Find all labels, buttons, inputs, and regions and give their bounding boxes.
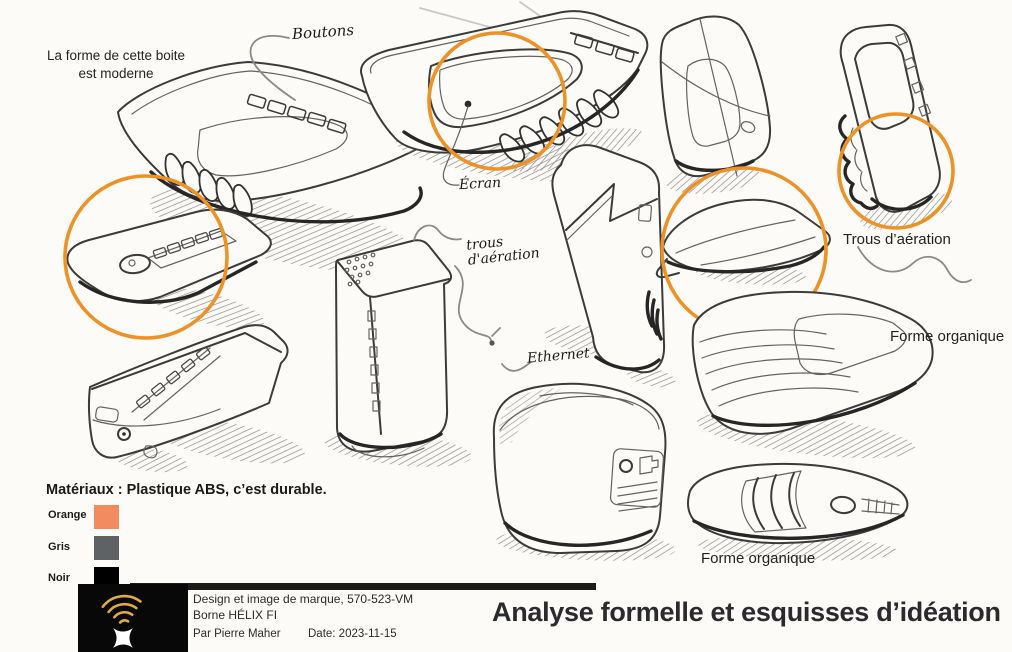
legend-swatch-orange <box>94 505 119 529</box>
sketch-tower-center <box>324 239 472 467</box>
sketch-organic-device-right <box>655 198 831 285</box>
highlight-circle-ecran <box>427 31 567 171</box>
sketch-tilted-tablet-right <box>838 23 952 230</box>
footer-course-line: Design et image de marque, 570-523-VM <box>193 592 414 606</box>
legend-label-orange: Orange <box>48 509 87 521</box>
footer-date: Date: 2023-11-15 <box>308 628 397 640</box>
handwritten-label-ecran: Écran <box>458 174 502 194</box>
note-line-2: est moderne <box>78 65 154 81</box>
legend-label-gris: Gris <box>48 541 71 553</box>
sketch-organic-mouse-bottom-right <box>687 462 909 561</box>
sketch-flat-device-left <box>66 208 272 329</box>
footer-product-line: Borne HÉLIX FI <box>193 608 278 623</box>
cable-squiggle-right <box>857 246 972 284</box>
boutons-leader-line <box>249 35 296 101</box>
note-forme-moderne: La forme de cette boite est moderne <box>30 47 202 82</box>
trous-leader-line <box>413 224 462 241</box>
highlight-circle-trous-aeration <box>837 112 955 230</box>
ethernet-cable <box>454 265 532 372</box>
wifi-x-logo-icon <box>101 594 142 648</box>
sketch-wedge-device-left <box>87 324 305 473</box>
note-line-1: La forme de cette boite <box>46 48 186 63</box>
label-forme-organique-bottom: Forme organique <box>701 550 816 567</box>
footer-divider-bar <box>130 583 596 590</box>
label-forme-organique-right: Forme organique <box>890 328 1005 345</box>
legend-swatch-gris <box>94 536 119 560</box>
label-trous-aeration: Trous d’aération <box>843 231 951 248</box>
legend-label-noir: Noir <box>48 572 70 584</box>
sketch-upright-monitor-center <box>544 144 676 388</box>
sketch-monolith-top-right <box>659 15 772 194</box>
footer-author: Par Pierre Maher <box>193 628 281 640</box>
page-title: Analyse formelle et esquisses d’idéation <box>492 597 1001 627</box>
highlight-circle-left-device <box>63 174 229 340</box>
footer-course-block: Design et image de marque, 570-523-VM Bo… <box>193 591 413 623</box>
brand-logo <box>78 584 188 652</box>
sketch-pod-bottom-center <box>492 382 676 561</box>
sketch-curved-slab-right <box>691 290 934 459</box>
materials-heading: Matériaux : Plastique ABS, c’est durable… <box>46 482 327 498</box>
